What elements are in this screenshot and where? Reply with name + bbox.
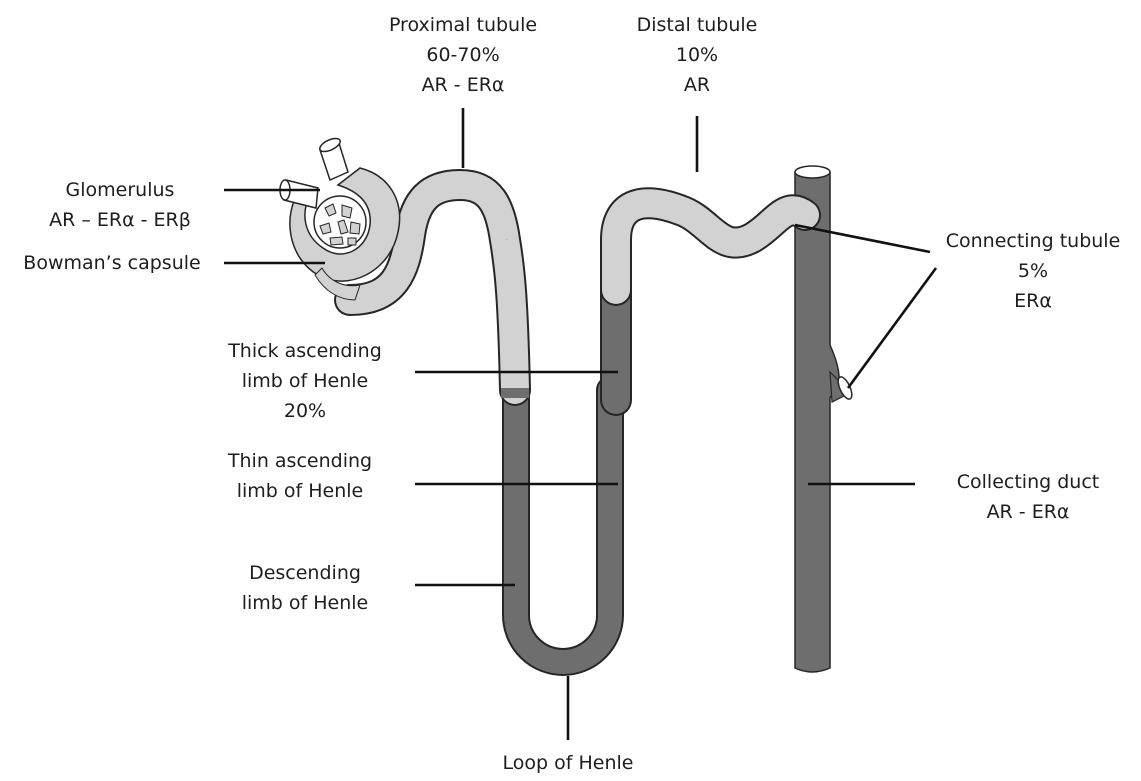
distal-tubule	[616, 203, 805, 290]
connecting-tubule-label: Connecting tubule 5% ERα	[928, 226, 1138, 316]
bowmans-capsule-label: Bowman’s capsule	[2, 248, 222, 278]
bowmans-capsule-name: Bowman’s capsule	[2, 248, 222, 278]
distal-tubule-name: Distal tubule	[617, 10, 777, 40]
thin-ascending-limb-line1: Thin ascending	[200, 446, 400, 476]
loop-of-henle-name: Loop of Henle	[468, 748, 668, 778]
thin-ascending-limb-label: Thin ascending limb of Henle	[200, 446, 400, 506]
thick-ascending-limb-line1: Thick ascending	[200, 336, 410, 366]
descending-limb-line2: limb of Henle	[205, 588, 405, 618]
connecting-tubule-name: Connecting tubule	[928, 226, 1138, 256]
proximal-tubule-name: Proximal tubule	[368, 10, 558, 40]
distal-tubule-percent: 10%	[617, 40, 777, 70]
collecting-duct	[795, 166, 855, 672]
thin-ascending-limb-line2: limb of Henle	[200, 476, 400, 506]
proximal-tubule-receptors: AR - ERα	[368, 70, 558, 100]
proximal-tubule-label: Proximal tubule 60-70% AR - ERα	[368, 10, 558, 100]
glomerulus-name: Glomerulus	[20, 175, 220, 205]
distal-tubule-label: Distal tubule 10% AR	[617, 10, 777, 100]
descending-limb-line1: Descending	[205, 558, 405, 588]
connecting-tubule-percent: 5%	[928, 256, 1138, 286]
connecting-tubule-receptors: ERα	[928, 286, 1138, 316]
glomerulus-receptors: AR – ERα - ERβ	[20, 205, 220, 235]
loop-of-henle-label: Loop of Henle	[468, 748, 668, 778]
collecting-duct-receptors: AR - ERα	[928, 497, 1128, 527]
connecting-tubule-pointer-lower	[848, 268, 936, 388]
distal-tubule-receptors: AR	[617, 70, 777, 100]
collecting-duct-label: Collecting duct AR - ERα	[928, 467, 1128, 527]
collecting-duct-name: Collecting duct	[928, 467, 1128, 497]
thick-ascending-limb-percent: 20%	[200, 396, 410, 426]
descending-limb-label: Descending limb of Henle	[205, 558, 405, 618]
thick-ascending-limb-label: Thick ascending limb of Henle 20%	[200, 336, 410, 426]
glomerulus-label: Glomerulus AR – ERα - ERβ	[20, 175, 220, 235]
thick-ascending-limb-line2: limb of Henle	[200, 366, 410, 396]
proximal-tubule-percent: 60-70%	[368, 40, 558, 70]
loop-of-henle	[516, 390, 610, 662]
